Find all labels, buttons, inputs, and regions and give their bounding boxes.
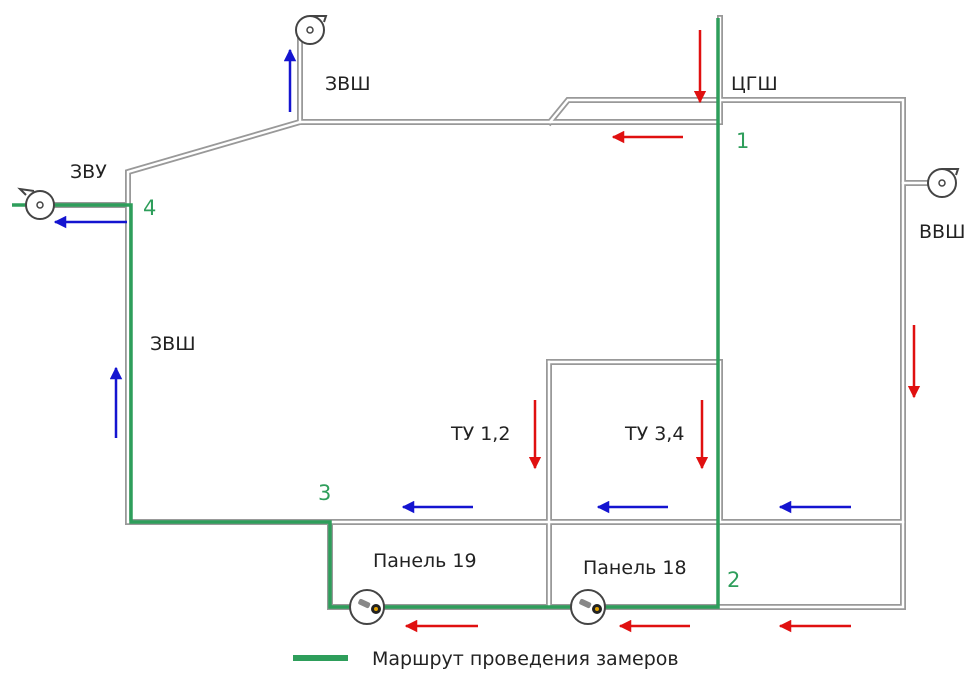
point-3: 3 [318, 481, 331, 505]
label-panel19: Панель 19 [373, 550, 477, 572]
fan-icon [295, 15, 328, 45]
label-tsgsh: ЦГШ [731, 73, 778, 95]
fresh-air-arrows [404, 30, 921, 633]
fan-icon [927, 168, 960, 198]
label-tu12: ТУ 1,2 [450, 423, 510, 445]
label-tu34: ТУ 3,4 [624, 423, 684, 445]
point-4: 4 [143, 196, 156, 220]
label-zvu: ЗВУ [70, 161, 107, 183]
mine-workings [37, 15, 938, 610]
label-vvsh: ВВШ [919, 221, 965, 243]
combine-icon [570, 589, 606, 625]
label-zvsh-left: ЗВШ [150, 333, 196, 355]
return-air-arrows [53, 48, 851, 514]
legend-route-label: Маршрут проведения замеров [372, 648, 679, 670]
point-2: 2 [727, 568, 740, 592]
combine-icon [349, 589, 385, 625]
measurement-route [12, 18, 720, 609]
label-panel18: Панель 18 [583, 557, 687, 579]
fan-icon [17, 187, 55, 220]
point-1: 1 [736, 129, 749, 153]
label-zvsh-top: ЗВШ [325, 73, 371, 95]
legend: Маршрут проведения замеров [293, 648, 679, 670]
